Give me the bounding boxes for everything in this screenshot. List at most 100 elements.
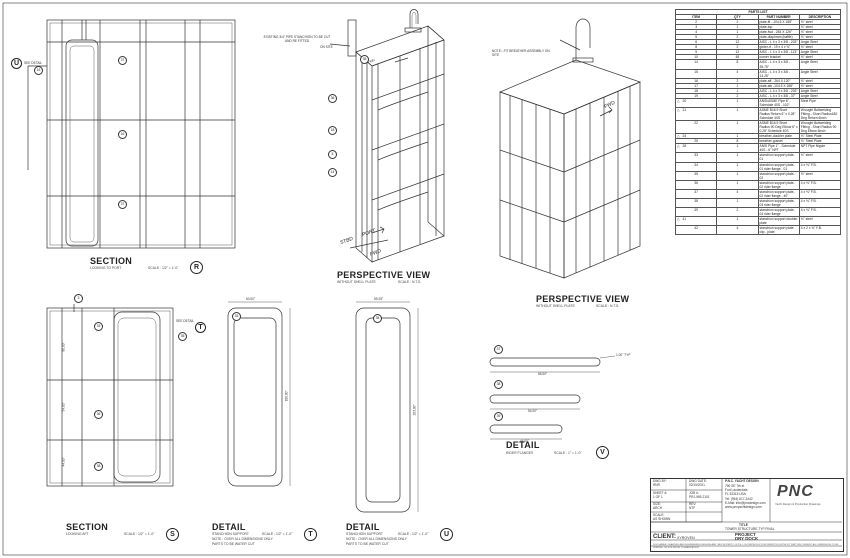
detail-v-title: DETAIL <box>506 440 540 450</box>
qty-cell: 2 <box>716 206 759 218</box>
part-number-cell: stanchion support plate-01 <box>757 152 800 163</box>
part-number-cell: stanchion support plate-02 rider flange <box>757 179 800 190</box>
dwg-by-value: RNR <box>653 483 660 487</box>
description-cell: Angle Steel <box>798 59 842 70</box>
item-cell: 37 <box>674 188 718 199</box>
qty-cell: 1 <box>716 197 759 208</box>
title-label: TITLE <box>739 523 748 527</box>
item-number: 5 <box>695 35 698 40</box>
description-cell: ⅜" Steel Plate <box>798 133 842 140</box>
qty-cell: 4 <box>716 225 759 236</box>
item-number: 38 <box>694 198 698 203</box>
item-number: 41 <box>682 217 687 222</box>
qty-cell: 1 <box>716 179 759 190</box>
drawing-title: TOWER STRUCTURE-TYP FINAL <box>725 527 775 531</box>
bubble-36: 36 <box>328 94 337 103</box>
item-cell: 15 <box>674 68 718 79</box>
item-number: 24 <box>682 134 687 139</box>
bubble-5: 5 <box>328 150 337 159</box>
section-marker-u: U <box>11 58 22 69</box>
section-s-scale: SCALE : 1/2" = 1'-0" <box>124 532 155 536</box>
item-cell: 35 <box>674 170 718 181</box>
bubble-33: 33 <box>94 322 103 331</box>
revision-triangle-icon: △ <box>677 98 680 103</box>
item-number: 16 <box>694 78 698 83</box>
item-cell: 38 <box>674 197 718 208</box>
part-number-cell: ASME B16.9 Short Radius Return 6" x 0.28… <box>757 106 800 122</box>
company-logo-tagline: Yacht Design & Production Drawings <box>775 502 821 506</box>
detail-v-scale: SCALE : 1" = 1'-0" <box>554 451 582 455</box>
part-number-cell: AISC - L 4 x 3 x 3/8 - 35.75" <box>757 59 800 70</box>
item-number: 4 <box>695 30 698 35</box>
dwg-date-label: DWG DATE: <box>689 479 707 483</box>
perspective-1-drawing <box>329 9 445 263</box>
item-number: 33 <box>694 153 698 158</box>
title-block-lines <box>650 478 842 547</box>
company-phone: Tel: (954) 617-3442 <box>725 497 753 501</box>
qty-cell: 1 <box>716 97 759 108</box>
bubble-35-u: 35 <box>373 314 382 323</box>
bubble-15: 15 <box>34 66 43 75</box>
company-web: www.pncyachtdesign.com <box>725 505 762 509</box>
perspective-2-note: WITHOUT SHELL PLATE <box>536 304 575 308</box>
qty-cell: 1 <box>716 120 759 135</box>
title-block: DWG BY: RNR DWG DATE: 02/15/2021 SHEET #… <box>650 478 844 552</box>
company-address-2: Fort Lauderdale, <box>725 488 749 492</box>
detail-v-dim-2: 54.00" <box>528 409 538 413</box>
breather-note: NOTE:- FIT BREATHER ASSEMBLY ON SITE <box>492 49 550 57</box>
item-cell: 34 <box>674 161 718 172</box>
scale-value: AS SHOWN <box>653 517 671 521</box>
detail-v-marker: V <box>596 446 609 459</box>
qty-cell: 1 <box>716 216 759 227</box>
section-s-title: SECTION <box>66 522 109 532</box>
dwg-date-value: 02/15/2021 <box>689 483 705 487</box>
item-number: 35 <box>694 171 698 176</box>
description-cell: ⅜" steel <box>798 170 842 181</box>
detail-v-dim-1: 66.00" <box>538 372 548 376</box>
revision-triangle-icon: △ <box>677 107 680 112</box>
part-number-cell: stanchion support plate-04 rider flange <box>757 206 800 218</box>
item-number: 3 <box>695 25 698 30</box>
rev-value: NTF <box>689 506 696 510</box>
bubble-33-t: 33 <box>232 312 241 321</box>
item-cell: △26 <box>674 143 718 154</box>
project-label: PROJECT <box>735 532 756 537</box>
section-r-title: SECTION <box>90 256 133 266</box>
description-cell: Steel Pipe <box>798 97 842 108</box>
section-s-dim-1: 80.00" <box>61 342 66 352</box>
item-number: 2 <box>695 20 698 25</box>
section-s-note: LOOKING AFT <box>66 532 89 536</box>
part-number-cell: AISC - L 4 x 3 x 3/8 - 13.25" <box>757 68 800 79</box>
header-description: DESCRIPTION <box>798 14 842 21</box>
item-number: 14 <box>694 60 698 65</box>
detail-u-title: DETAIL <box>346 522 380 532</box>
item-number: 42 <box>694 226 698 231</box>
parts-list-header: ITEM QTY PART NUMBER DESCRIPTION <box>674 14 842 21</box>
bubble-37-v: 37 <box>494 345 503 354</box>
description-cell: Wrought Buttwelding Fitting - Short Radi… <box>798 120 842 135</box>
disclaimer: DISCLAIMER: DRAWINGS AND ENGINEERING DES… <box>653 544 839 549</box>
revision-triangle-icon: △ <box>677 217 680 222</box>
bubble-3: 3 <box>74 294 83 303</box>
qty-cell: 4 <box>716 68 759 79</box>
qty-cell: 1 <box>716 152 759 163</box>
detail-u-drawing <box>355 301 419 513</box>
detail-t-marker: T <box>304 528 317 541</box>
size-value: ARCH <box>653 506 663 510</box>
client-label: CLIENT: <box>653 534 676 540</box>
revision-triangle-icon: △ <box>677 134 680 139</box>
detail-t-title: DETAIL <box>212 522 246 532</box>
